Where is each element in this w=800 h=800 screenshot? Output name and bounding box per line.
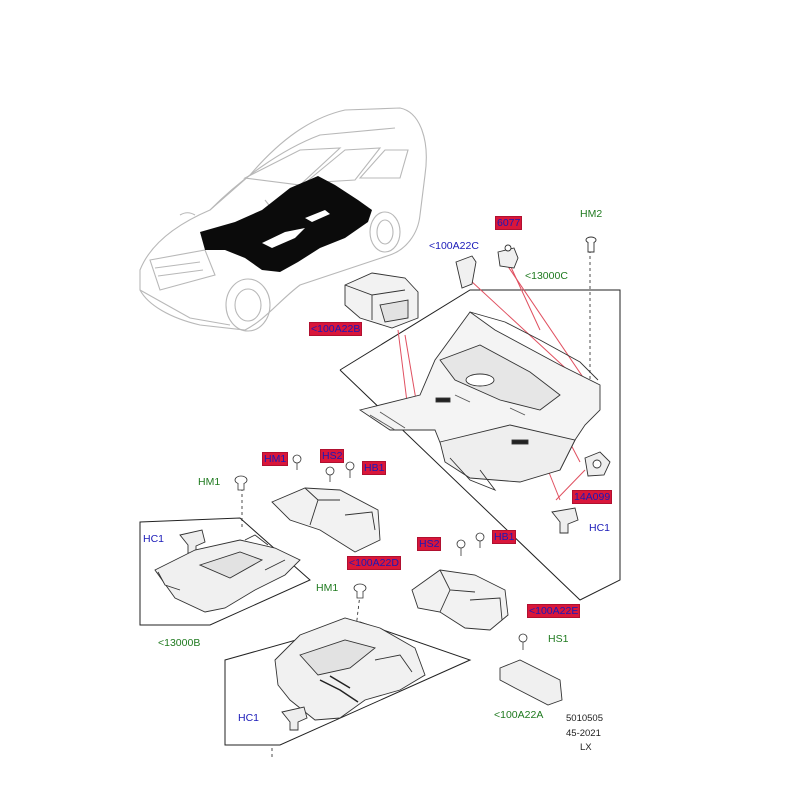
front-console-carpet [271,487,381,553]
fastener-hm1-top [292,454,302,470]
part-14a099 [584,451,611,477]
callout-hm1-top[interactable]: HM1 [262,452,289,466]
callout-hm1-bottom[interactable]: HM1 [316,582,339,594]
fastener-hm1-left [234,475,248,491]
fastener-hm1-bottom [353,583,367,599]
callout-hb1-mid[interactable]: HB1 [492,530,517,544]
callout-hs2-top[interactable]: HS2 [320,449,345,463]
bracket-100a22c [455,255,477,289]
rear-floor-carpet [358,311,601,492]
callout-hb1-top[interactable]: HB1 [362,461,387,475]
callout-hm1-left[interactable]: HM1 [198,476,221,488]
clip-hc1-bottom [281,706,308,731]
callout-14a099[interactable]: 14A099 [572,490,613,504]
bracket-6077 [497,244,519,269]
fastener-hm2 [585,236,597,253]
callout-hs2-mid[interactable]: HS2 [417,537,442,551]
fastener-hb1-top [345,461,355,478]
vehicle-illustration [139,107,427,332]
footer-ref-line3: LX [580,742,592,753]
footer-ref-line1: 5010505 [566,713,603,724]
rear-console-carpet [411,569,509,631]
footer-ref-line2: 45-2021 [566,728,601,739]
fastener-hs2-mid [456,539,466,556]
callout-13000c[interactable]: <13000C [525,270,568,282]
fastener-hs1 [518,633,528,650]
callout-13000b[interactable]: <13000B [158,637,201,649]
callout-hc1-left[interactable]: HC1 [143,533,165,545]
callout-6077[interactable]: 6077 [495,216,523,230]
console-carpet-insert [344,272,419,329]
callout-100a22b[interactable]: <100A22B [309,322,363,336]
callout-hm2[interactable]: HM2 [580,208,603,220]
callout-100a22a[interactable]: <100A22A [494,709,544,721]
callout-hs1[interactable]: HS1 [548,633,569,645]
callout-100a22e[interactable]: <100A22E [527,604,581,618]
vehicle-floor-highlight [200,176,372,272]
callout-hc1-bottom[interactable]: HC1 [238,712,260,724]
front-floor-carpet [274,617,426,721]
callout-100a22c[interactable]: <100A22C [429,240,479,252]
callout-hc1-right[interactable]: HC1 [589,522,611,534]
bracket-100a22a [499,659,563,706]
fastener-hb1-mid [475,532,485,548]
callout-100a22d[interactable]: <100A22D [347,556,401,570]
floor-carpet-13000b [154,534,301,613]
fastener-guides [241,250,591,760]
clip-hc1-right [551,507,579,534]
fastener-hs2-top [325,466,335,482]
